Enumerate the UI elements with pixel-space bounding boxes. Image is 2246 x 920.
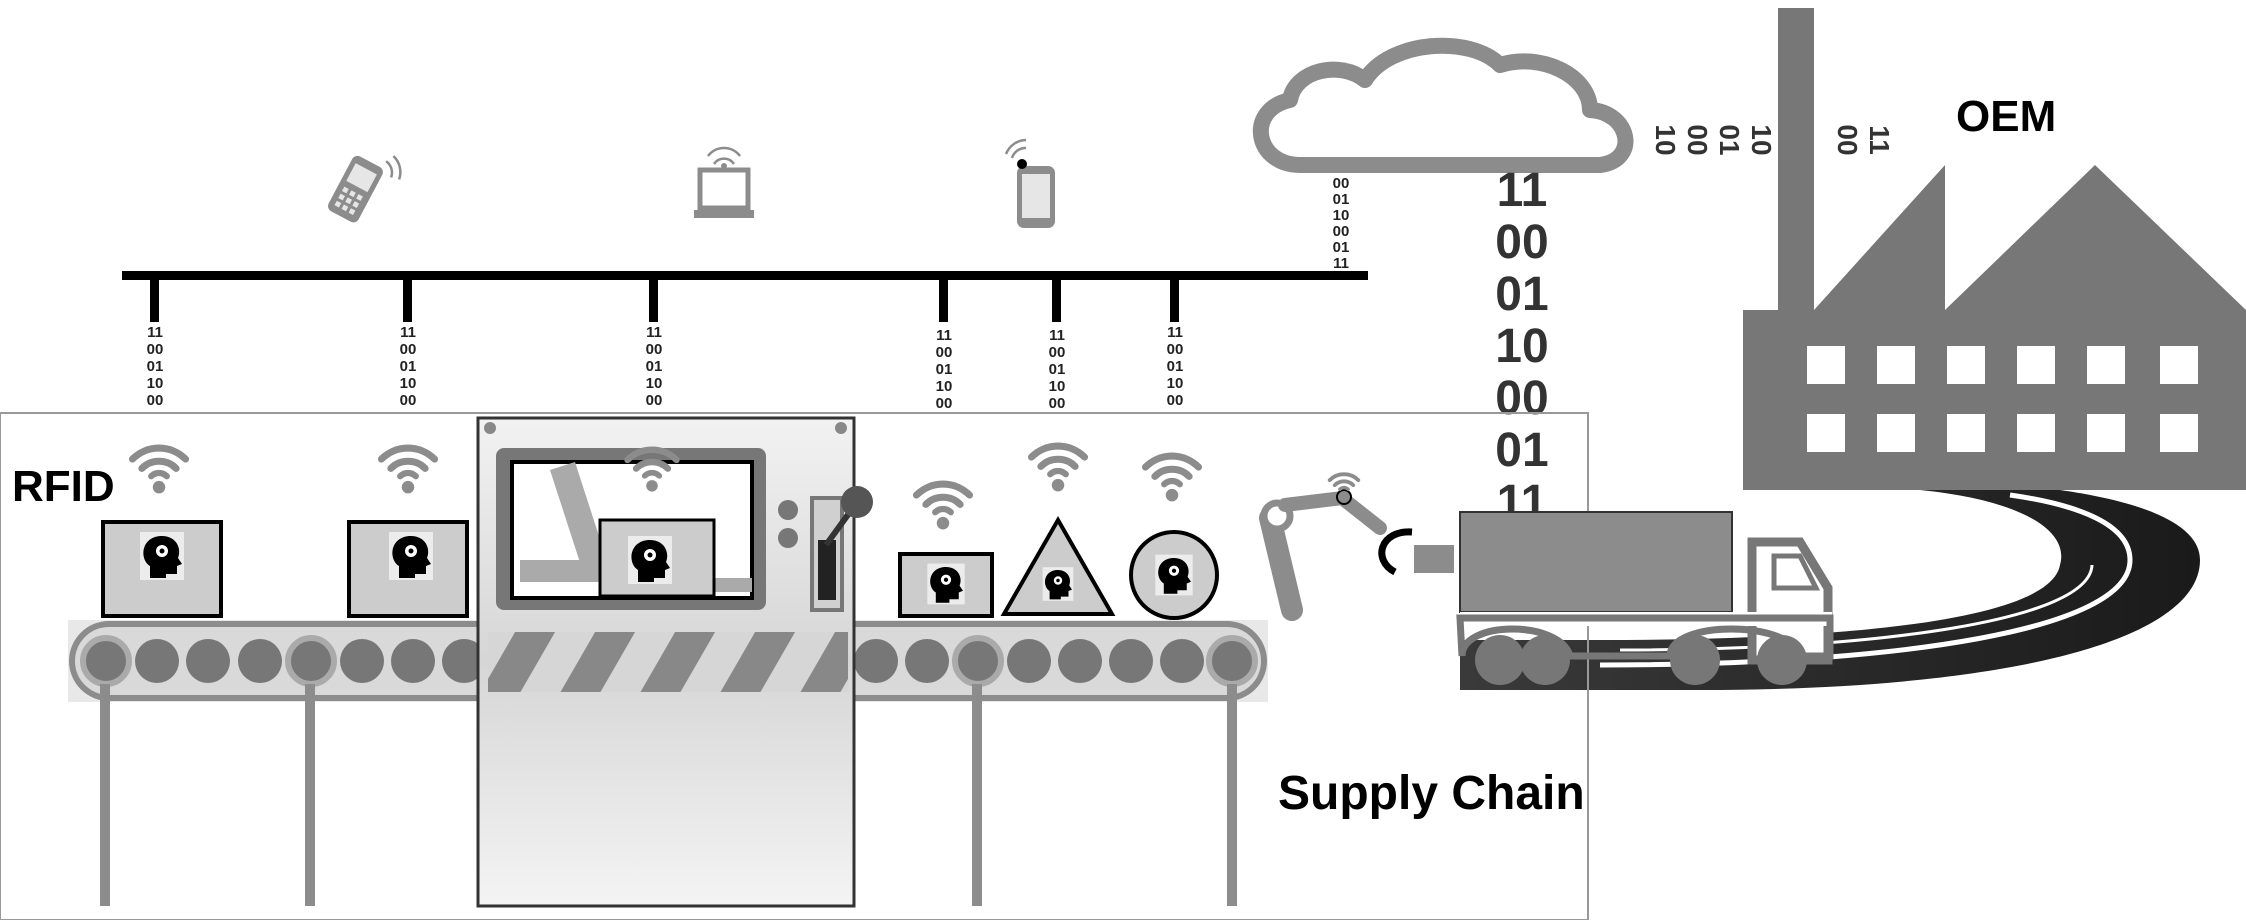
svg-text:00: 00 xyxy=(1832,124,1863,155)
svg-text:01: 01 xyxy=(1167,358,1184,375)
svg-text:00: 00 xyxy=(147,392,164,409)
rfid-box-2 xyxy=(347,448,469,618)
svg-text:01: 01 xyxy=(400,358,417,375)
svg-text:00: 00 xyxy=(1333,175,1350,192)
svg-text:11: 11 xyxy=(646,324,662,341)
svg-text:01: 01 xyxy=(1333,239,1350,256)
robot-arm-icon xyxy=(1259,472,1454,621)
svg-text:00: 00 xyxy=(1167,392,1184,409)
svg-text:10: 10 xyxy=(1495,320,1548,373)
svg-text:00: 00 xyxy=(936,344,953,361)
svg-text:11: 11 xyxy=(1049,327,1065,344)
rfid-label: RFID xyxy=(12,462,115,511)
smartphone-icon xyxy=(1004,138,1055,228)
supply-chain-frame xyxy=(0,412,1589,920)
binary-stream-factory: 10 00 01 10 00 11 xyxy=(1650,124,1895,155)
svg-text:00: 00 xyxy=(1682,124,1713,155)
svg-text:00: 00 xyxy=(1333,223,1350,240)
svg-text:00: 00 xyxy=(1049,344,1066,361)
svg-text:01: 01 xyxy=(1495,424,1548,477)
truck-icon xyxy=(1456,511,1834,685)
svg-text:10: 10 xyxy=(1049,378,1066,395)
svg-text:01: 01 xyxy=(1333,191,1350,208)
svg-text:11: 11 xyxy=(1167,324,1183,341)
svg-text:10: 10 xyxy=(147,375,164,392)
supply-chain-label: Supply Chain xyxy=(1278,767,1585,820)
svg-text:01: 01 xyxy=(1714,124,1745,155)
svg-text:01: 01 xyxy=(1495,268,1548,321)
laptop-icon xyxy=(694,146,754,218)
svg-text:00: 00 xyxy=(936,395,953,412)
svg-text:10: 10 xyxy=(936,378,953,395)
cloud-icon xyxy=(1252,37,1634,173)
rfid-circle xyxy=(1129,456,1219,620)
svg-text:01: 01 xyxy=(646,358,663,375)
rfid-box-1 xyxy=(101,448,223,618)
processing-machine xyxy=(476,416,873,908)
svg-text:11: 11 xyxy=(147,324,163,341)
rfid-triangle xyxy=(1000,446,1116,616)
svg-text:10: 10 xyxy=(1167,375,1184,392)
svg-text:01: 01 xyxy=(1049,361,1066,378)
svg-text:00: 00 xyxy=(400,392,417,409)
svg-text:00: 00 xyxy=(646,392,663,409)
svg-text:00: 00 xyxy=(147,341,164,358)
network-bus xyxy=(122,271,1368,322)
mobile-phone-icon xyxy=(328,155,402,223)
bus-drop-lines xyxy=(150,280,1179,322)
binary-stream-truck: 11 00 01 10 00 01 11 xyxy=(1495,164,1548,529)
svg-text:11: 11 xyxy=(936,327,952,344)
svg-text:10: 10 xyxy=(1746,124,1777,155)
svg-text:00: 00 xyxy=(400,341,417,358)
factory-icon xyxy=(1743,8,2246,490)
oem-label: OEM xyxy=(1956,92,2057,141)
svg-text:00: 00 xyxy=(1495,372,1548,425)
svg-text:10: 10 xyxy=(646,375,663,392)
svg-text:00: 00 xyxy=(1495,216,1548,269)
svg-text:10: 10 xyxy=(400,375,417,392)
svg-text:11: 11 xyxy=(1333,255,1349,272)
svg-text:00: 00 xyxy=(1167,341,1184,358)
svg-text:01: 01 xyxy=(147,358,164,375)
svg-text:00: 00 xyxy=(1049,395,1066,412)
svg-text:10: 10 xyxy=(1333,207,1350,224)
svg-text:11: 11 xyxy=(1497,164,1548,217)
svg-text:10: 10 xyxy=(1650,124,1681,155)
svg-text:00: 00 xyxy=(646,341,663,358)
svg-text:11: 11 xyxy=(1864,125,1895,155)
svg-text:11: 11 xyxy=(400,324,416,341)
svg-text:01: 01 xyxy=(936,361,953,378)
rfid-laptop xyxy=(898,484,994,618)
